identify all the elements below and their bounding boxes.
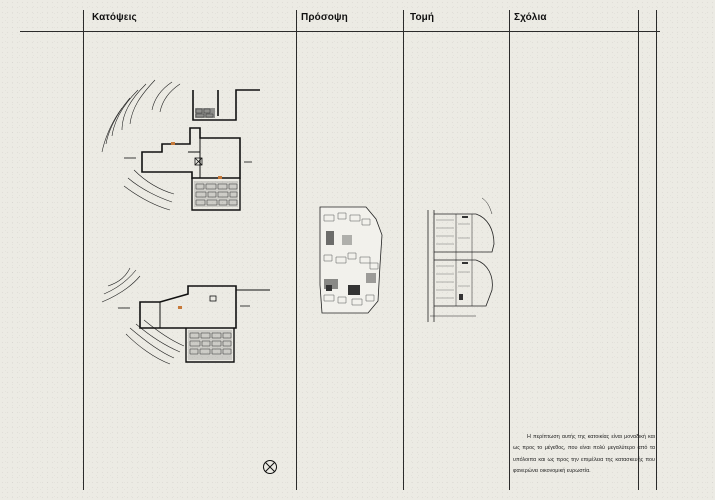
column-divider-elevation [403, 10, 404, 490]
column-divider-plans [296, 10, 297, 490]
column-divider-section [509, 10, 510, 490]
header-section: Τομή [410, 12, 435, 23]
comment-text: Η περίπτωση αυτής της κατοικίας είναι μο… [513, 434, 655, 474]
column-divider-left [83, 10, 84, 490]
column-divider-right [656, 10, 657, 490]
section-drawing [427, 197, 495, 322]
header-rule [20, 31, 660, 32]
north-arrow-icon [263, 460, 277, 474]
header-comments: Σχόλια [514, 12, 547, 23]
floor-plan-lower [101, 267, 270, 365]
column-divider-comments [638, 10, 639, 490]
elevation-drawing [319, 206, 383, 314]
header-plans: Κατόψεις [92, 12, 137, 23]
floor-plan-upper [101, 79, 260, 211]
header-elevation: Πρόσοψη [301, 12, 348, 23]
